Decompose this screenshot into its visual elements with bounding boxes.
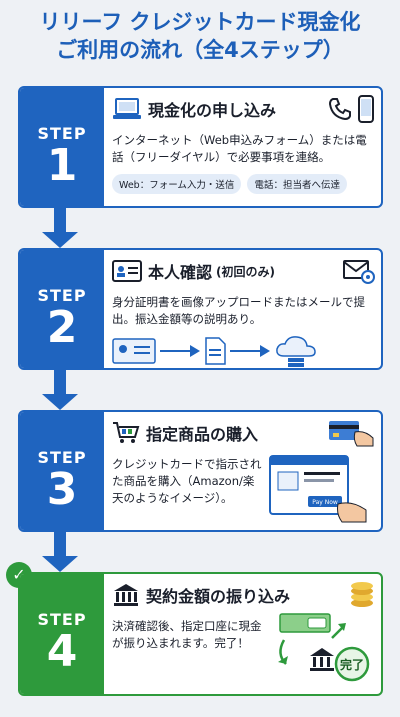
title-line-2: ご利用の流れ（全4ステップ） [56, 38, 344, 62]
step-4-label: STEP [37, 610, 87, 629]
page-title: リリーフ クレジットカード現金化 ご利用の流れ（全4ステップ） [0, 8, 400, 64]
shopping-cart-icon [113, 422, 140, 443]
step-1-label: STEP [37, 124, 87, 143]
done-badge: 完了 [340, 657, 364, 672]
step-2-number: 2 [46, 302, 78, 353]
file-icon [205, 337, 226, 365]
pay-now-button: Pay Now [312, 499, 338, 506]
step-1-card: STEP 1 現金化の申し込み インターネット（Web申込みフォーム）または電話… [18, 86, 383, 208]
step-1-heading: 現金化の申し込み [148, 101, 277, 120]
step-3-badge: STEP 3 [20, 412, 104, 530]
step-2-badge: STEP 2 [20, 250, 104, 368]
step-3-label: STEP [37, 448, 87, 467]
arrow-right-icon-2 [230, 345, 270, 357]
step-1-number: 1 [46, 140, 78, 191]
step-4-number: 4 [46, 626, 78, 677]
chip-phone: 電話：担当者へ伝達 [247, 174, 347, 194]
phone-icon [328, 98, 351, 121]
step-1-description: インターネット（Web申込みフォーム）または電話（フリーダイヤル）で必要事項を連… [112, 133, 367, 164]
step-3-description: クレジットカードで指示された商品を購入（Amazon/楽天のようなイメージ）。 [112, 457, 262, 505]
step-4-description: 決済確認後、指定口座に現金が振り込まれます。完了！ [112, 619, 262, 650]
coins-icon [351, 582, 373, 607]
id-card-icon [112, 260, 142, 282]
credit-card-hand-icon [329, 421, 374, 447]
step-4-badge: STEP 4 [20, 574, 104, 694]
id-document-icon [112, 338, 156, 364]
step-3-card: STEP 3 指定商品の購入 クレジットカードで指示された商品を購入（Amazo… [18, 410, 383, 532]
arrow-2-3 [42, 370, 78, 410]
arrow-3-4 [42, 532, 78, 572]
bank-icon [114, 584, 138, 606]
cloud-icon [276, 336, 316, 367]
step-2-subheading: (初回のみ) [216, 264, 275, 279]
step-2-heading: 本人確認 [148, 263, 213, 282]
smartphone-icon [358, 95, 374, 123]
email-icon [343, 260, 375, 284]
chip-web: Web：フォーム入力・送信 [112, 174, 242, 194]
step-2-card: STEP 2 本人確認 (初回のみ) 身分証明書を画像アップロードまたはメールで… [18, 248, 383, 370]
laptop-icon [113, 98, 141, 119]
step-3-heading: 指定商品の購入 [146, 425, 259, 444]
arrow-1-2 [42, 208, 78, 248]
step-3-number: 3 [46, 464, 78, 515]
step-1-badge: STEP 1 [20, 88, 104, 206]
title-line-1: リリーフ クレジットカード現金化 [39, 10, 361, 34]
transfer-illustration: 完了 [278, 613, 370, 682]
online-shop-icon: Pay Now [269, 455, 367, 523]
arrow-right-icon [160, 345, 200, 357]
step-2-description: 身分証明書を画像アップロードまたはメールで提出。振込金額等の説明あり。 [112, 295, 365, 326]
step-2-label: STEP [37, 286, 87, 305]
step-4-card: STEP 4 契約金額の振り込み 決済確認後、指定口座に現金が振り込まれます。完… [18, 572, 383, 696]
step-4-heading: 契約金額の振り込み [146, 587, 291, 606]
